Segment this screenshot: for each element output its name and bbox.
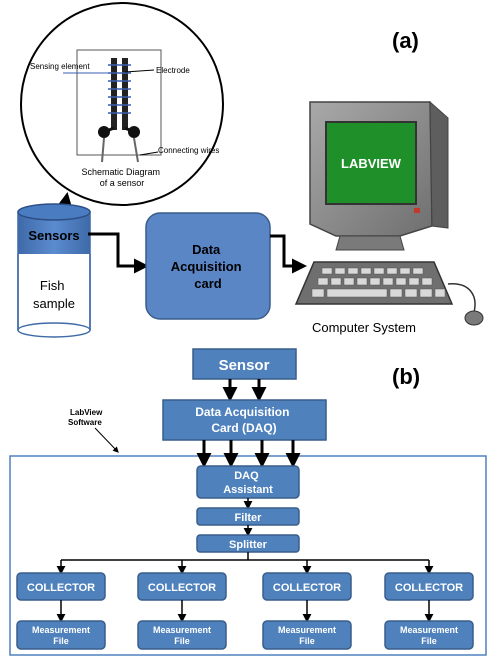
- daq-box-label: Data Acquisition Card (DAQ): [195, 405, 293, 435]
- daq-to-computer-arrow: [270, 234, 307, 274]
- keyboard-keys: [311, 267, 446, 298]
- collector-label: COLLECTOR: [273, 582, 341, 594]
- connecting-wire: [101, 137, 105, 163]
- splitter-branches: [56, 560, 434, 575]
- daq-card: Data Acquisition card: [145, 212, 271, 320]
- schematic-caption: Schematic Diagram of a sensor: [81, 167, 162, 188]
- measurement-file-box: [262, 620, 352, 650]
- collector-label: COLLECTOR: [395, 582, 463, 594]
- monitor-side: [429, 100, 449, 229]
- labview-screen-text: LABVIEW: [341, 156, 402, 171]
- collector-label: COLLECTOR: [148, 582, 216, 594]
- labview-software-label: LabView Software: [68, 408, 105, 427]
- power-led: [414, 208, 420, 213]
- connecting-wires-label: Connecting wires: [158, 146, 219, 155]
- measurement-file-box: [16, 620, 106, 650]
- daq-box: [162, 399, 327, 441]
- sensor-substrate: [76, 49, 162, 156]
- panel-a: (a) Sensing element: [17, 2, 484, 338]
- panel-a-label: (a): [392, 28, 419, 53]
- measurement-file-box: [137, 620, 227, 650]
- panel-b-label: (b): [392, 364, 420, 389]
- computer-system: LABVIEW Computer System: [294, 100, 484, 335]
- daq-card-label: Data Acquisition card: [171, 242, 245, 291]
- mouse-cable: [447, 283, 476, 313]
- labview-software-frame: [9, 455, 487, 656]
- daq-assistant-label: DAQ Assistant: [223, 470, 273, 496]
- sensors-label: Sensors: [28, 228, 79, 243]
- connecting-wire: [133, 137, 139, 163]
- labview-software-pointer: [94, 427, 119, 453]
- sensor-box: [192, 348, 297, 380]
- electrode-strip: [122, 58, 128, 130]
- sensor-label: Sensor: [219, 357, 270, 374]
- sensor-schematic-inset: Sensing element Electrode Connecting wir…: [20, 2, 224, 206]
- beaker-rim: [17, 203, 91, 221]
- wires-pointer: [139, 151, 159, 156]
- electrode-pointer: [124, 69, 155, 73]
- computer-system-caption: Computer System: [312, 320, 416, 335]
- collector-label: COLLECTOR: [27, 582, 95, 594]
- electrode-label: Electrode: [156, 66, 190, 75]
- monitor-screen: [325, 121, 417, 205]
- measurement-file-box: [384, 620, 474, 650]
- panel-b: (b) Sensor Data Acquisition Card (DAQ) L…: [9, 348, 487, 656]
- sensing-element-label: Sensing element: [30, 62, 90, 71]
- beaker-bottom: [17, 322, 91, 338]
- pad-lead: [103, 126, 135, 134]
- monitor-stand: [335, 235, 405, 251]
- mouse: [464, 310, 484, 326]
- filter-label: Filter: [235, 512, 263, 524]
- beaker-to-daq-arrow: [88, 232, 149, 274]
- electrode-strip: [111, 58, 117, 130]
- daq-card-box: [145, 212, 271, 320]
- splitter-label: Splitter: [229, 539, 268, 551]
- fish-sample-label: Fish sample: [33, 278, 75, 311]
- fish-sample-beaker: Sensors Fish sample: [17, 203, 91, 338]
